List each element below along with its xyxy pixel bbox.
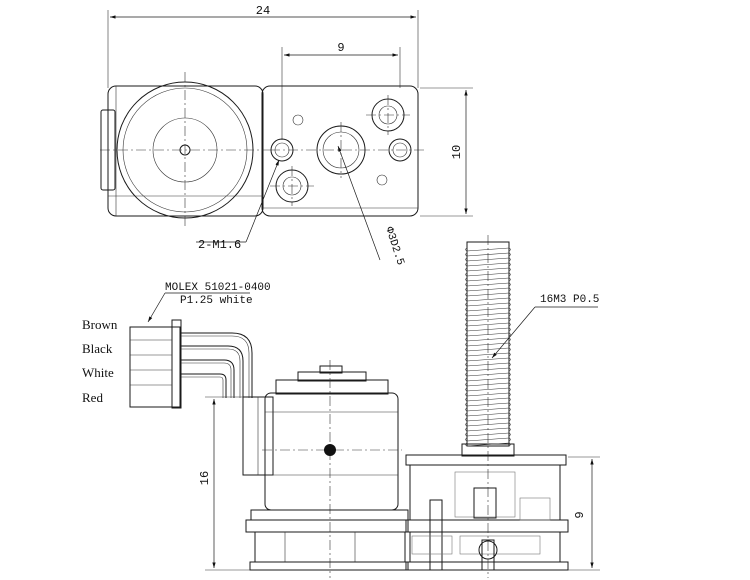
connector-part-label: MOLEX 51021-0400 [165,282,271,294]
gearbox [405,235,569,578]
dimension-motor-height: 16 [198,396,250,571]
wire-bundle [181,332,253,398]
side-view: MOLEX 51021-0400 P1.25 white Brown Black… [82,235,600,578]
motor-center-dot [324,444,336,456]
dimension-hole-spacing: 9 [281,41,401,140]
wire-label-red: Red [82,390,103,405]
gearbox-holes [270,95,425,206]
motor-body [262,360,402,578]
connector-spec-label: P1.25 white [180,295,253,307]
wire-label-white: White [82,365,114,380]
callout-mount-holes: 2-M1.6 [196,159,280,252]
dimension-gearbox-height-label: 9 [573,511,587,518]
callout-lead-screw-label: 16M3 P0.5 [540,294,599,306]
lead-screw-threads [465,247,511,447]
dimension-gearbox-height: 9 [568,456,600,571]
dimension-overall-length: 24 [107,4,419,88]
dimension-overall-length-label: 24 [256,4,270,18]
top-body-outline [100,85,419,217]
callout-shaft-boss-label: Φ3D2.5 [382,226,406,267]
connector-callout: MOLEX 51021-0400 P1.25 white [147,282,271,323]
connector-housing [129,319,182,409]
base-plates [245,509,409,571]
dimension-height-top: 10 [420,87,473,217]
lead-screw [461,241,515,457]
dimension-motor-height-label: 16 [198,471,212,485]
wire-labels: Brown Black White Red [82,317,118,405]
callout-lead-screw: 16M3 P0.5 [491,294,599,359]
wire-label-black: Black [82,341,113,356]
callout-shaft-boss: Φ3D2.5 [337,145,406,267]
dimension-hole-spacing-label: 9 [337,41,344,55]
motor-top-circles [100,72,270,228]
wire-label-brown: Brown [82,317,118,332]
top-view: 24 9 10 [100,4,473,267]
dimension-height-top-label: 10 [450,145,464,159]
callout-mount-holes-label: 2-M1.6 [198,238,241,252]
